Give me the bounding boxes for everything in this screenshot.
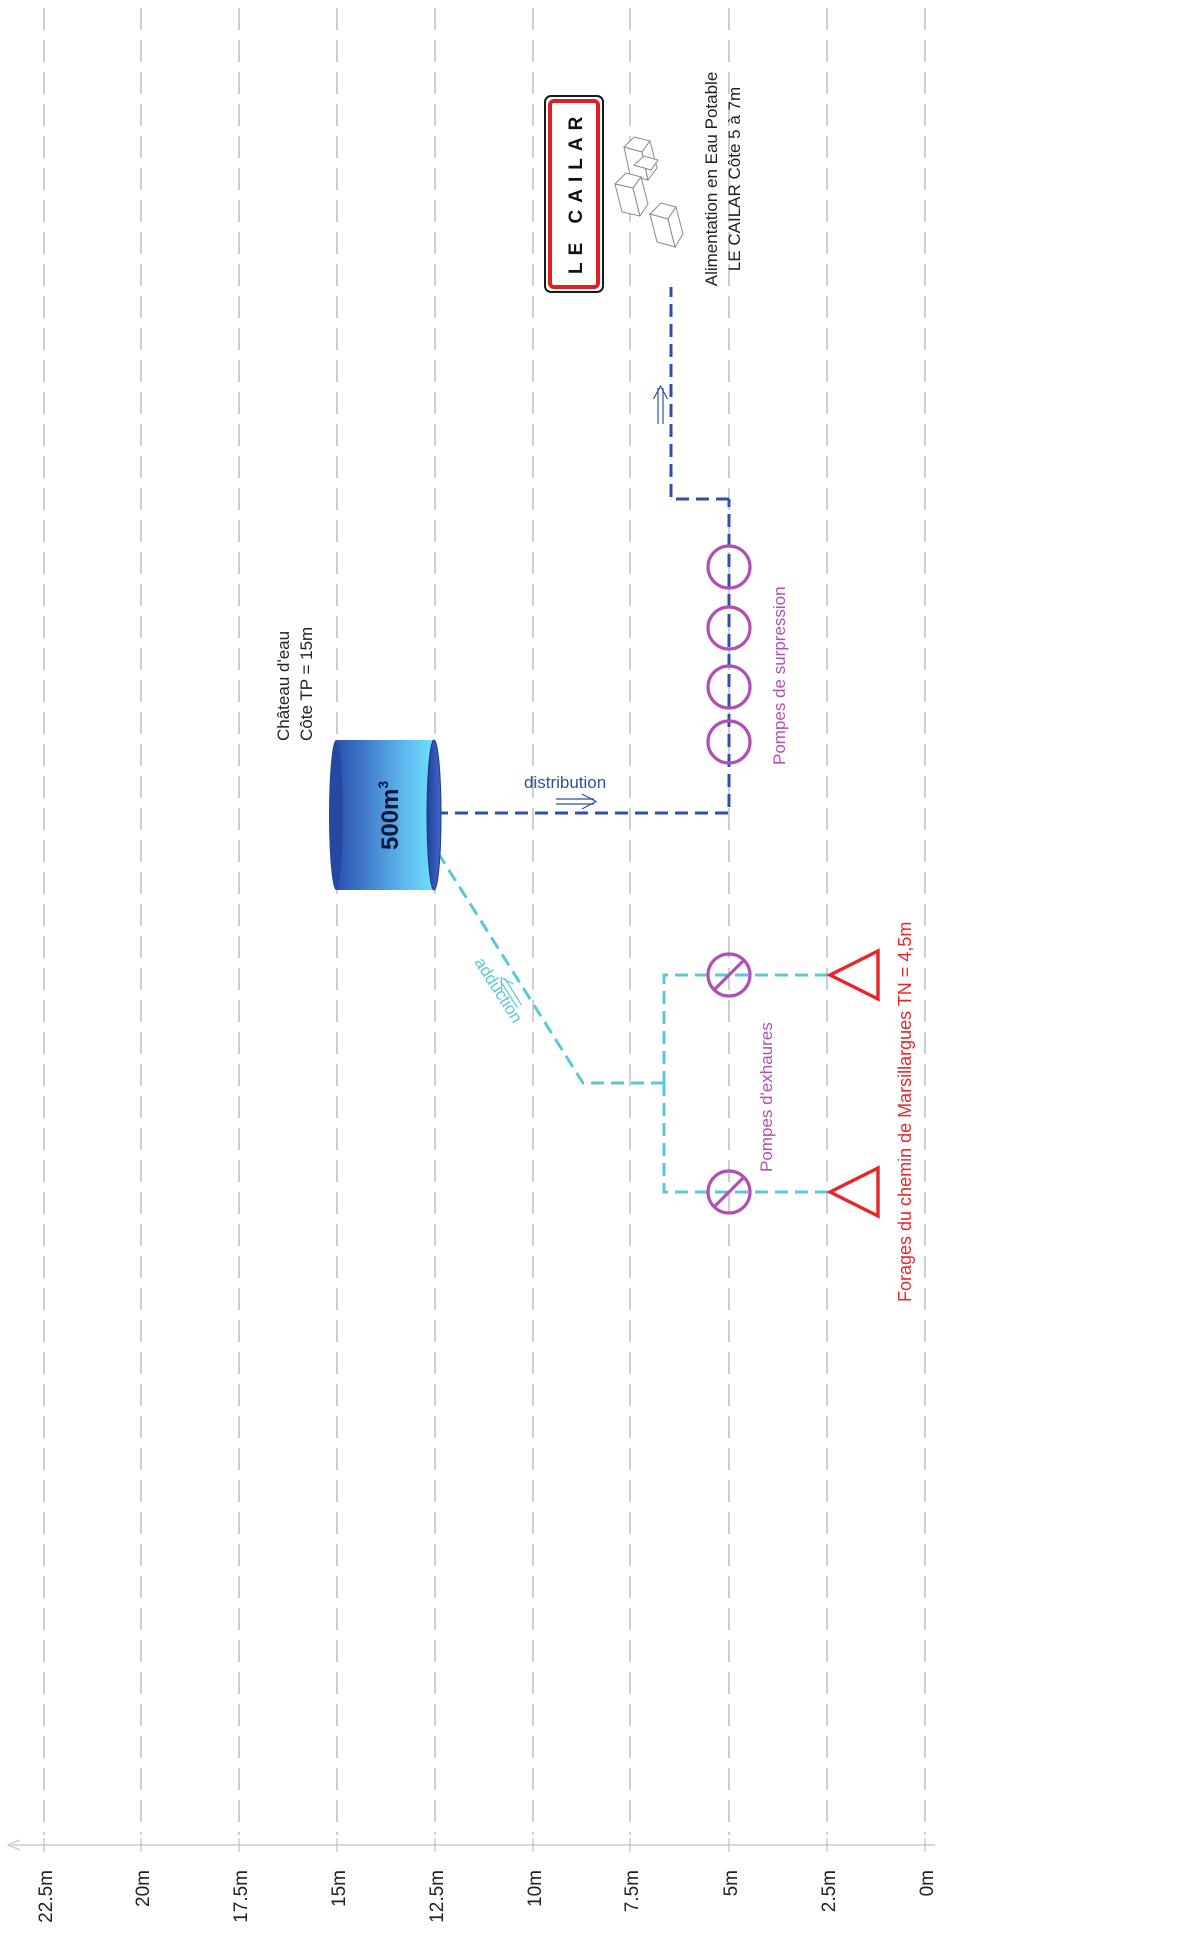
tank-body bbox=[336, 740, 434, 890]
axis-label-20m: 20m bbox=[133, 1870, 154, 1907]
tower-label-line1: Château d'eau bbox=[274, 631, 293, 741]
drainage-pumps bbox=[706, 952, 752, 1215]
tank-bottom bbox=[329, 740, 343, 890]
distribution-label: distribution bbox=[524, 773, 606, 792]
town-buildings-icon bbox=[614, 136, 684, 249]
booster-pumps-label: Pompes de surpression bbox=[770, 586, 789, 765]
drainage-pump-2 bbox=[706, 1169, 752, 1215]
axis-arrow-icon bbox=[6, 1839, 21, 1851]
booster-pump-2 bbox=[706, 605, 752, 651]
axis-label-2-5m: 2.5m bbox=[819, 1870, 840, 1912]
booster-pump-3 bbox=[706, 664, 752, 710]
tank-top bbox=[426, 739, 442, 891]
borehole-1-icon bbox=[826, 948, 880, 1002]
borehole-2-icon bbox=[826, 1165, 880, 1219]
water-tower-tank: 500m3 bbox=[329, 739, 442, 891]
supply-label-line2: LE CAILAR Côte 5 à 7m bbox=[725, 87, 744, 271]
adduction-main-pipe bbox=[433, 847, 664, 1085]
distribution-pipe-to-town bbox=[669, 287, 729, 501]
axis-label-15m: 15m bbox=[329, 1870, 350, 1907]
adduction-label: adduction bbox=[471, 954, 527, 1026]
booster-pump-4 bbox=[706, 719, 752, 765]
distribution-flow-arrow-icon bbox=[556, 793, 598, 810]
booster-pumps bbox=[706, 544, 752, 765]
elevation-axis: 22.5m 20m 17.5m 15m 12.5m 10m 7.5m 5m 2.… bbox=[6, 1838, 938, 1923]
supply-flow-arrow-icon bbox=[652, 384, 669, 424]
distribution-pipes bbox=[435, 287, 731, 815]
boreholes-label: Forages du chemin de Marsillargues TN = … bbox=[895, 922, 915, 1302]
adduction-pipe-borehole-1 bbox=[662, 973, 828, 1083]
tower-label-line2: Côte TP = 15m bbox=[297, 627, 316, 741]
adduction-pipes bbox=[433, 847, 828, 1194]
adduction-flow-arrow-icon bbox=[499, 976, 523, 1009]
distribution-pipe-to-pumps bbox=[435, 499, 731, 815]
town-sign: LE CAILAR bbox=[544, 95, 604, 293]
axis-label-7-5m: 7.5m bbox=[622, 1870, 643, 1912]
axis-label-0m: 0m bbox=[917, 1870, 938, 1896]
axis-label-22-5m: 22.5m bbox=[36, 1870, 57, 1923]
elevation-grid bbox=[43, 8, 926, 1835]
town-sign-border bbox=[548, 99, 600, 289]
town-sign-text: LE CAILAR bbox=[566, 110, 587, 274]
boreholes bbox=[826, 948, 880, 1219]
water-tower-label: Château d'eau Côte TP = 15m bbox=[274, 627, 316, 741]
drainage-pump-1 bbox=[706, 952, 752, 998]
axis-label-10m: 10m bbox=[525, 1870, 546, 1907]
booster-pump-1 bbox=[706, 544, 752, 590]
axis-label-17-5m: 17.5m bbox=[231, 1870, 252, 1923]
axis-label-5m: 5m bbox=[721, 1870, 742, 1896]
drainage-pumps-label: Pompes d'exhaures bbox=[757, 1022, 776, 1172]
supply-label-line1: Alimentation en Eau Potable bbox=[702, 72, 721, 287]
supply-label: Alimentation en Eau Potable LE CAILAR Cô… bbox=[702, 72, 744, 287]
tank-capacity-label: 500m3 bbox=[375, 781, 404, 850]
axis-label-12-5m: 12.5m bbox=[427, 1870, 448, 1923]
adduction-pipe-borehole-2 bbox=[662, 1083, 828, 1194]
